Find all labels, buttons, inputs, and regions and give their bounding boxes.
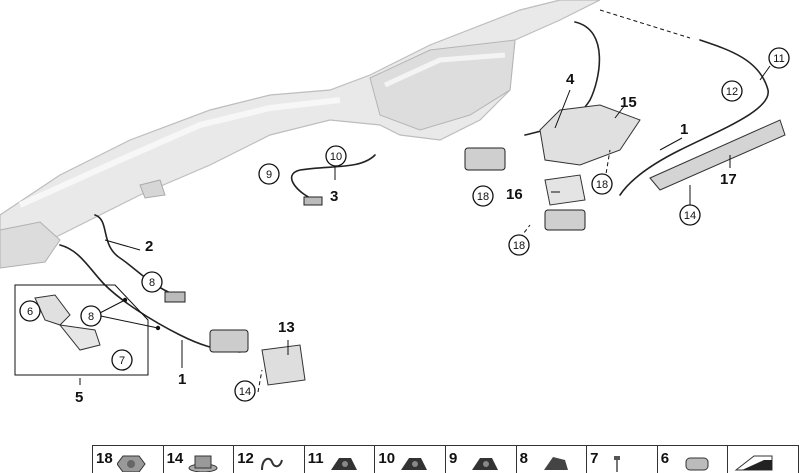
parts-cell-number: 9 bbox=[448, 450, 458, 467]
exhaust-pipe-assembly bbox=[0, 0, 601, 269]
callout-9: 9 bbox=[258, 163, 280, 185]
sensor-wire-1-right bbox=[619, 39, 769, 196]
parts-cell: 8 bbox=[517, 446, 588, 473]
parts-cell-number: 10 bbox=[378, 450, 396, 467]
svg-text:8: 8 bbox=[149, 277, 155, 289]
parts-cell bbox=[728, 446, 799, 473]
parts-cell: 6 bbox=[658, 446, 729, 473]
callout-18-c: 18 bbox=[508, 234, 530, 256]
callout-6: 6 bbox=[19, 300, 41, 322]
parts-strip: 18 14 12 11 10 9 8 7 6 bbox=[92, 445, 799, 473]
leader-lines bbox=[79, 65, 771, 393]
svg-text:18: 18 bbox=[477, 191, 489, 203]
callout-8-top: 8 bbox=[141, 271, 163, 293]
callout-12: 12 bbox=[721, 80, 743, 102]
svg-text:9: 9 bbox=[266, 169, 272, 181]
label-13: 13 bbox=[278, 319, 295, 336]
parts-cell-number: 12 bbox=[237, 450, 254, 467]
label-4: 4 bbox=[566, 71, 575, 88]
parts-cell-number: 8 bbox=[519, 450, 528, 467]
svg-text:8: 8 bbox=[88, 311, 94, 323]
callout-18-b: 18 bbox=[591, 173, 613, 195]
callout-14-left: 14 bbox=[234, 380, 256, 402]
brackets bbox=[261, 104, 786, 386]
label-1-right: 1 bbox=[680, 121, 688, 138]
parts-cell-number: 18 bbox=[96, 450, 113, 467]
label-2: 2 bbox=[145, 238, 153, 255]
callout-11: 11 bbox=[768, 47, 790, 69]
sensor-wire-2 bbox=[94, 214, 176, 296]
sensor-wire-3 bbox=[290, 154, 376, 201]
svg-text:12: 12 bbox=[726, 86, 738, 98]
label-3: 3 bbox=[330, 188, 338, 205]
callouts: 6 7 8 8 9 10 11 12 14 14 18 18 18 bbox=[19, 47, 790, 402]
connector-1 bbox=[544, 209, 586, 231]
svg-text:7: 7 bbox=[119, 355, 125, 367]
parts-cell: 18 bbox=[93, 446, 164, 473]
label-1-left: 1 bbox=[178, 371, 186, 388]
callout-7: 7 bbox=[111, 349, 133, 371]
bracket-15 bbox=[539, 104, 641, 166]
parts-cell: 11 bbox=[305, 446, 376, 473]
svg-text:14: 14 bbox=[239, 386, 251, 398]
connector-4 bbox=[464, 147, 506, 171]
parts-cell: 7 bbox=[587, 446, 658, 473]
label-17: 17 bbox=[720, 171, 737, 188]
bracket-17 bbox=[649, 119, 786, 191]
part-labels: 1 1 2 3 4 5 13 15 16 17 bbox=[75, 71, 737, 406]
label-15: 15 bbox=[620, 94, 637, 111]
callout-14-right: 14 bbox=[679, 204, 701, 226]
parts-cell-number: 7 bbox=[590, 450, 599, 467]
parts-cell: 10 bbox=[375, 446, 446, 473]
connector-left bbox=[209, 329, 249, 353]
parts-cell-number: 11 bbox=[307, 450, 324, 467]
bracket-13 bbox=[261, 344, 306, 386]
svg-text:11: 11 bbox=[773, 53, 784, 65]
sensor-wire-1-left bbox=[59, 244, 241, 353]
parts-cell-number: 6 bbox=[660, 450, 670, 467]
callout-8-left: 8 bbox=[80, 305, 102, 327]
svg-text:6: 6 bbox=[27, 306, 33, 318]
bracket-16 bbox=[544, 174, 586, 206]
callout-10: 10 bbox=[325, 145, 347, 167]
svg-text:10: 10 bbox=[330, 151, 342, 163]
label-16: 16 bbox=[506, 186, 523, 203]
parts-cell-number: 14 bbox=[166, 450, 184, 467]
svg-text:18: 18 bbox=[596, 179, 608, 191]
callout-18-a: 18 bbox=[472, 185, 494, 207]
label-5: 5 bbox=[75, 389, 83, 406]
parts-cell: 14 bbox=[164, 446, 235, 473]
parts-cell: 12 bbox=[234, 446, 305, 473]
parts-cell: 9 bbox=[446, 446, 517, 473]
svg-text:14: 14 bbox=[684, 210, 696, 222]
detail-box-5 bbox=[14, 284, 149, 376]
svg-text:18: 18 bbox=[513, 240, 525, 252]
diagram-canvas: 1 1 2 3 4 5 13 15 16 17 6 7 8 8 9 10 11 … bbox=[0, 0, 790, 406]
connector-2 bbox=[164, 291, 186, 303]
